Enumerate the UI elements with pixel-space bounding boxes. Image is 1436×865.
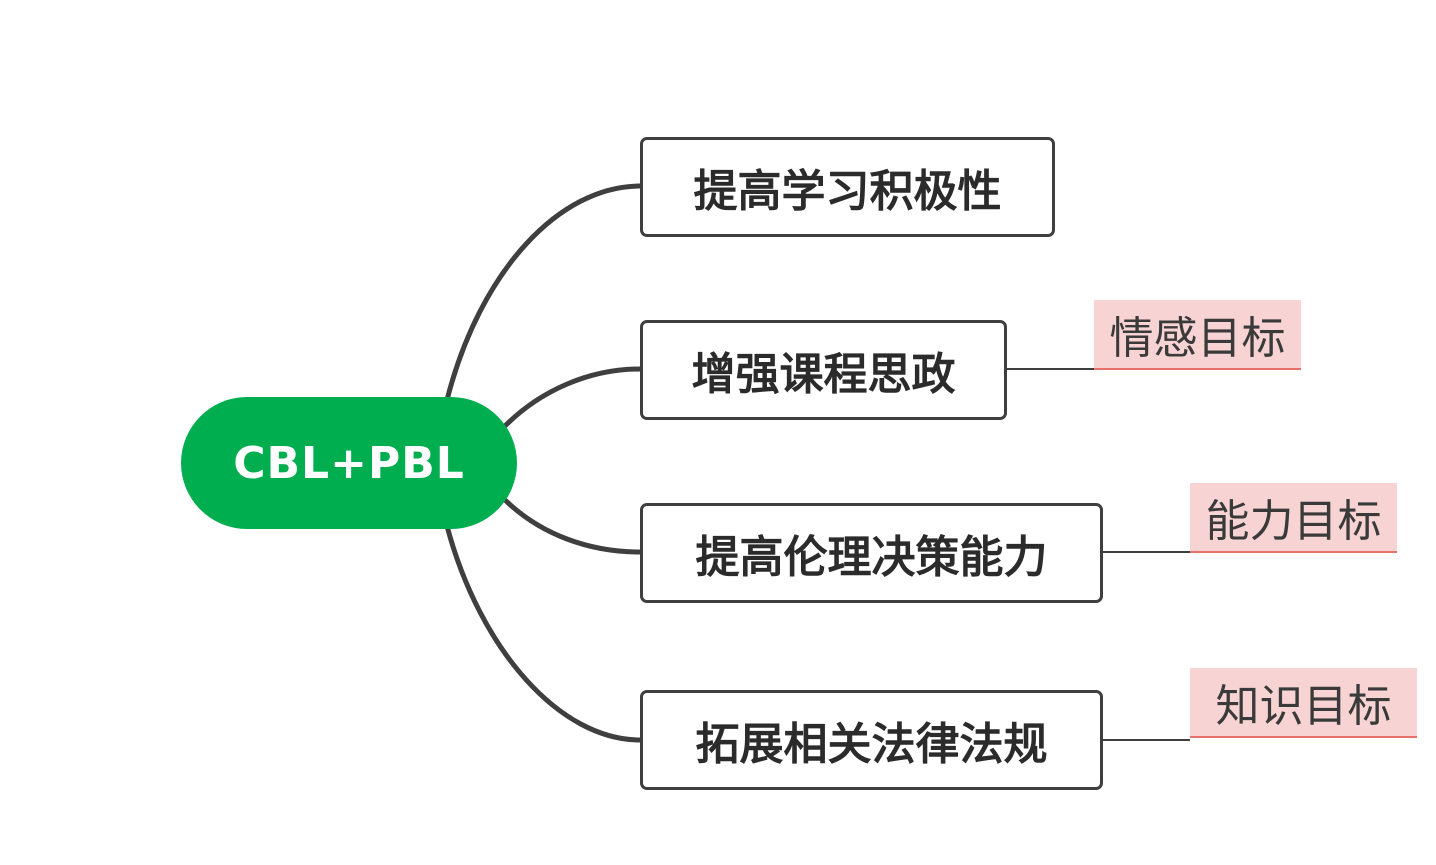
branch-node-label: 提高伦理决策能力 [695, 532, 1048, 583]
connector-root-branch-3 [501, 496, 641, 555]
connector-root-branch-1 [444, 183, 641, 401]
tag-label: 情感目标 [1109, 313, 1286, 364]
connector-root-branch-4 [444, 525, 641, 743]
branch-node-label: 提高学习积极性 [693, 166, 1002, 217]
branch-node-2[interactable]: 增强课程思政 [640, 320, 1007, 420]
tag-knowledge-goal[interactable]: 知识目标 [1190, 668, 1417, 738]
branch-node-label: 拓展相关法律法规 [695, 719, 1048, 770]
branch-node-4[interactable]: 拓展相关法律法规 [640, 690, 1103, 790]
tag-label: 能力目标 [1205, 496, 1382, 547]
branch-node-label: 增强课程思政 [691, 349, 956, 400]
branch-node-3[interactable]: 提高伦理决策能力 [640, 503, 1103, 603]
tag-ability-goal[interactable]: 能力目标 [1190, 483, 1397, 553]
connector-root-branch-2 [501, 366, 641, 430]
branch-node-1[interactable]: 提高学习积极性 [640, 137, 1055, 237]
root-node-label: CBL+PBL [233, 437, 465, 489]
tag-label: 知识目标 [1215, 681, 1392, 732]
tag-emotional-goal[interactable]: 情感目标 [1094, 300, 1301, 370]
root-node[interactable]: CBL+PBL [181, 397, 517, 529]
